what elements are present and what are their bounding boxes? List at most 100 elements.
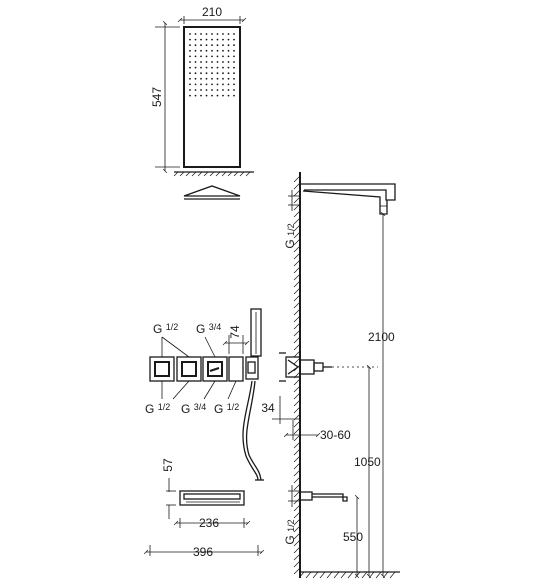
floor-hatch-line [340,571,347,579]
nozzle-dot [200,72,202,75]
top-g-three-quarter-fraction: 3/4 [209,322,222,332]
nozzle-dot [194,72,197,75]
dim-recess: 30-60 [283,420,351,442]
floor-hatch-line [347,571,354,579]
nozzle-dot [216,89,219,91]
wall-section [293,172,400,579]
nozzle-dot [233,77,235,80]
dim-inlet-bottom: G 1/2 [283,485,300,545]
hand-shower [242,308,264,481]
nozzle-dot [194,38,197,41]
dim-panel-height: 547 [150,20,180,174]
nozzle-dot [189,55,191,58]
bottom-g-half-2-label: G [214,402,223,416]
floor-hatch-line [298,571,305,579]
nozzle-dot [222,94,224,97]
nozzle-dot [216,55,219,58]
bottom-g-half-1-fraction: 1/2 [158,402,171,412]
nozzle-dot [194,44,197,47]
top-g-half-fraction: 1/2 [166,322,179,332]
nozzle-dot [189,38,191,41]
spout-side-view [299,491,348,502]
wall-hatch-line [293,175,301,183]
wall-hatch-line [293,350,301,358]
wall-hatch-line [293,280,301,288]
wall-hatch-line [293,532,301,540]
nozzle-dot [216,66,219,69]
wall-hatch-line [293,406,301,414]
wall-hatch-line [293,546,301,554]
dim-inlet-top: G 1/2 [283,190,300,249]
panel-width-label: 210 [202,5,222,19]
height-spout-label: 550 [343,530,363,544]
height-shower-label: 2100 [368,330,395,344]
nozzle-dot [205,72,208,75]
nozzle-dot [216,83,219,86]
dim-height-shower: 2100 [368,211,395,579]
nozzle-dot [233,94,235,97]
wall-hatch-line [293,525,301,533]
wall-hatch-line [293,357,301,365]
nozzle-dot [222,38,224,41]
floor-hatch-line [361,571,368,579]
nozzle-dot [211,49,213,52]
nozzle-dot [211,89,213,91]
floor-hatch-line [354,571,361,579]
panel-nozzle-grid [189,33,235,97]
nozzle-dot [211,66,213,69]
wall-hatch-line [293,455,301,463]
wall-hatch-line [293,392,301,400]
nozzle-dot [205,66,208,69]
wall-hatch-line [293,553,301,561]
wall-hatch-line [293,336,301,344]
nozzle-dot [227,77,230,80]
nozzle-dot [189,66,191,69]
nozzle-dot [227,55,230,58]
nozzle-dot [233,55,235,58]
nozzle-dot [222,61,224,63]
nozzle-dot [194,66,197,69]
inlet-bottom-fraction: 1/2 [286,519,296,532]
wall-hatch-line [293,448,301,456]
svg-text:G 1/2: G 1/2 [283,223,297,248]
floor-hatch-line [375,571,382,579]
panel-floor-hatch [173,171,251,177]
nozzle-dot [194,89,197,91]
wall-hatch-line [293,182,301,190]
nozzle-dot [194,94,197,97]
nozzle-dot [205,83,208,86]
wall-hatch-line [293,210,301,218]
floor-hatch-line [389,571,396,579]
nozzle-dot [227,61,230,63]
nozzle-dot [222,49,224,52]
nozzle-dot [233,66,235,69]
overall-width-label: 396 [193,545,213,559]
wall-hatch-line [293,511,301,519]
wall-hatch-line [293,441,301,449]
offset-label: 34 [261,401,275,415]
svg-text:G 1/2: G 1/2 [153,322,178,336]
nozzle-dot [222,55,224,58]
wall-hatch-line [293,252,301,260]
nozzle-dot [227,89,230,91]
nozzle-dot [222,44,224,47]
spout-height-label: 57 [161,458,175,472]
nozzle-dot [216,38,219,41]
wall-hatch-line [293,560,301,568]
valve-front-view [149,356,259,382]
wall-hatch-line [293,231,301,239]
nozzle-dot [194,55,197,58]
floor-hatch-line [333,571,340,579]
nozzle-dot [189,94,191,97]
wall-hatch-line [293,217,301,225]
nozzle-dot [216,33,219,35]
nozzle-dot [233,61,235,63]
nozzle-dot [216,94,219,97]
wall-hatch-line [293,196,301,204]
nozzle-dot [189,49,191,52]
nozzle-dot [222,77,224,80]
nozzle-dot [216,44,219,47]
spout-front-view [179,490,245,506]
shower-head-side-view [300,183,396,215]
